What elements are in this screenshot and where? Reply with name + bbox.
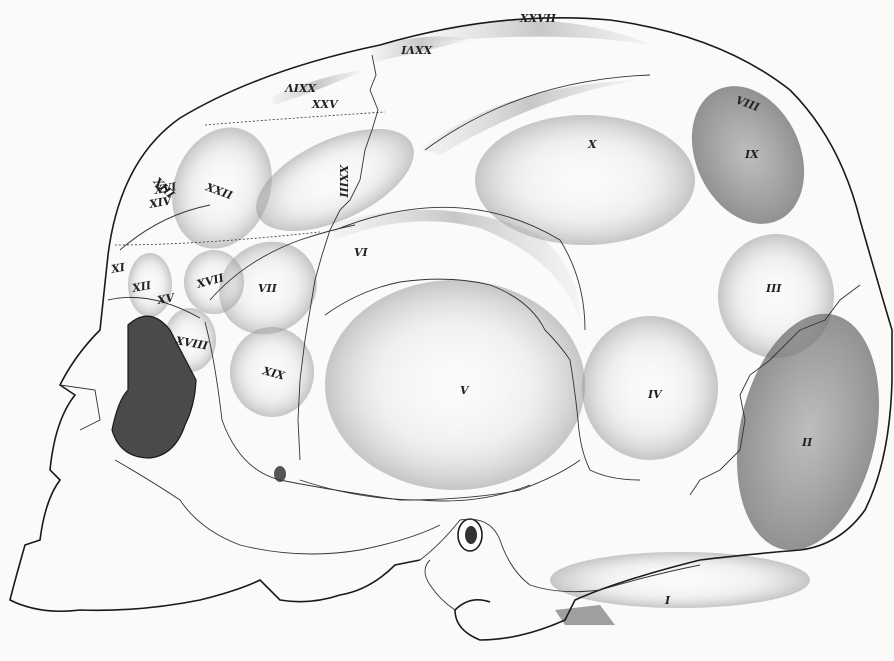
label-iii: III [765, 282, 782, 295]
label-vi: VI [354, 246, 369, 259]
jaw-curve [425, 560, 455, 610]
label-v: V [460, 384, 470, 397]
label-xxvii: XXVII [519, 12, 557, 25]
label-ix: IX [744, 148, 759, 161]
region-i-shade [550, 552, 810, 608]
label-xxv: XXV [311, 98, 339, 111]
label-ii: II [801, 436, 813, 449]
ear-canal-inner [465, 526, 477, 544]
label-iv: IV [647, 388, 663, 401]
label-xxvi: XXVI [400, 43, 433, 56]
label-xv: XV [155, 291, 176, 307]
label-xxiii: XXIII [337, 164, 350, 198]
label-x: X [587, 138, 597, 151]
label-xi: XI [109, 261, 127, 277]
dotted-line-upper [205, 112, 385, 125]
mastoid-dark [555, 605, 615, 625]
region-v-shade [325, 280, 585, 490]
shaded-regions [128, 20, 894, 608]
label-i: I [664, 594, 671, 607]
label-xxiv: XXIV [284, 81, 317, 94]
label-vii: VII [258, 282, 278, 295]
label-xiv: XIV [147, 194, 174, 211]
